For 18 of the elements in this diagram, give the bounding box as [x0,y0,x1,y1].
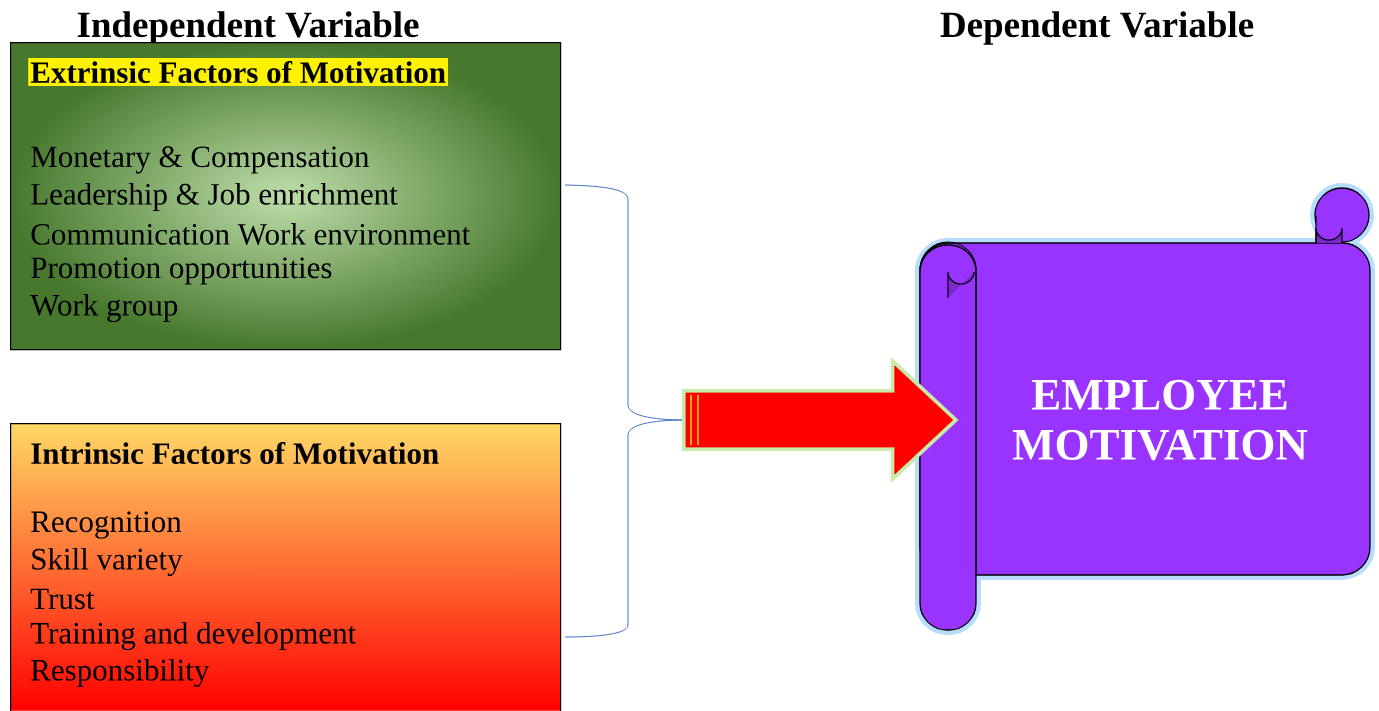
factor-item: Skill variety [32,547,183,577]
box-heading: Extrinsic Factors of Motivation [28,57,449,87]
factor-item: Training and development [30,621,357,651]
factor-box [10,42,562,351]
factor-item: Monetary & Compensation [31,146,369,174]
box-heading: Intrinsic Factors of Motivation [31,441,439,465]
factor-item: Work group [30,293,178,323]
scroll-banner: EMPLOYEE MOTIVATION [915,183,1375,635]
column-heading: Dependent Variable [940,11,1254,45]
factor-item: Leadership & Job enrichment [31,182,398,212]
factor-item: Recognition [31,511,182,539]
factor-item: Communication Work environment [31,223,471,245]
factor-item: Trust [30,588,95,610]
block-arrow [682,356,959,484]
factor-item: Responsibility [31,658,210,688]
factor-box [10,423,562,711]
column-heading: Independent Variable [77,11,419,45]
factor-item: Promotion opportunities [31,257,332,285]
